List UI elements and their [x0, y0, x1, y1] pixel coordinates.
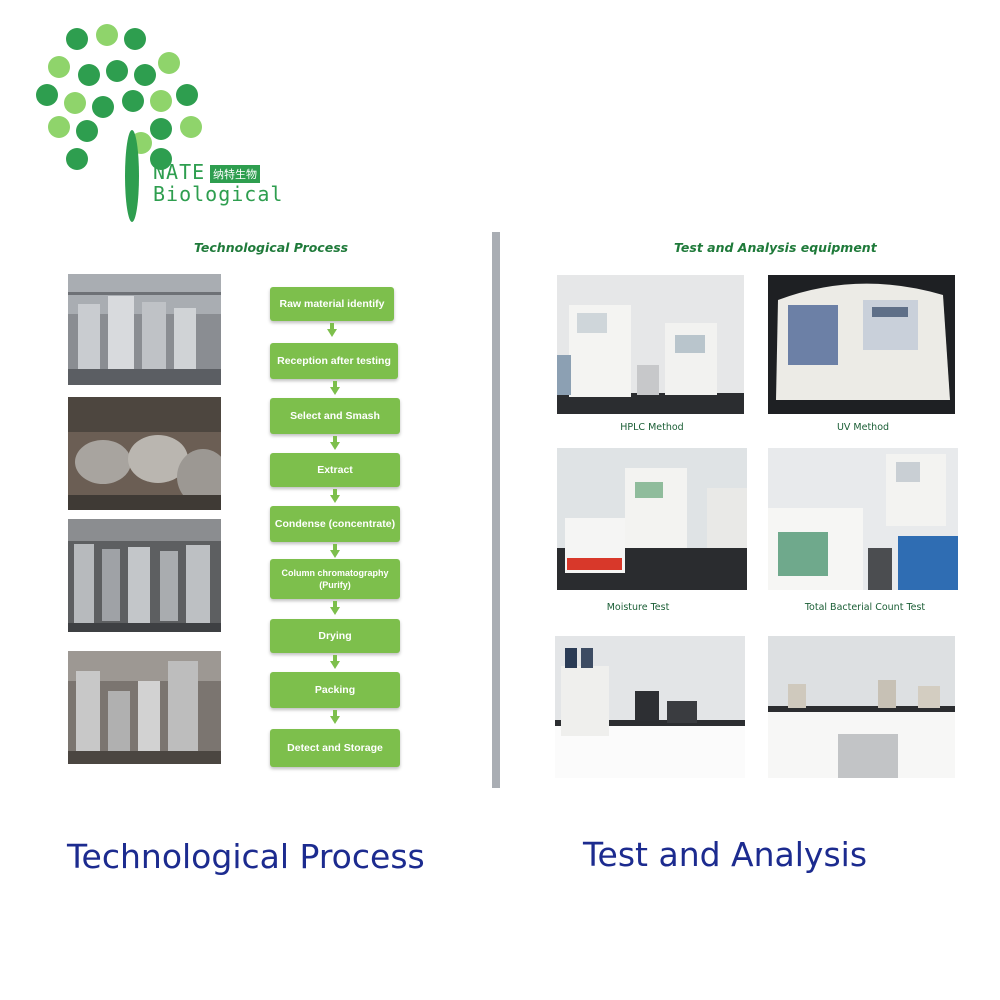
factory-photo-2: [68, 397, 221, 510]
process-step-packing: Packing: [270, 672, 400, 708]
process-step-drying: Drying: [270, 619, 400, 653]
logo-dot: [122, 90, 144, 112]
factory-photo-3: [68, 519, 221, 632]
left-panel-title: Technological Process: [194, 240, 349, 255]
panel-divider: [492, 232, 500, 788]
logo-dot: [96, 24, 118, 46]
logo-dot: [78, 64, 100, 86]
arrow-down-icon: [330, 710, 340, 724]
process-step-detect-storage: Detect and Storage: [270, 729, 400, 767]
logo-trunk: [125, 130, 139, 222]
uv-caption: UV Method: [836, 422, 890, 433]
process-step-extract: Extract: [270, 453, 400, 487]
logo-dot: [124, 28, 146, 50]
hplc-photo: [557, 275, 744, 414]
logo-dot: [150, 148, 172, 170]
logo-subtitle: Biological: [153, 182, 284, 206]
bacterial-count-caption: Total Bacterial Count Test: [804, 602, 926, 613]
moisture-test-photo: [557, 448, 747, 590]
process-step-raw-material: Raw material identify: [270, 287, 394, 321]
logo-dot: [76, 120, 98, 142]
process-step-reception: Reception after testing: [270, 343, 398, 379]
logo-dot: [66, 28, 88, 50]
arrow-down-icon: [330, 544, 340, 558]
bacterial-count-photo: [768, 448, 958, 590]
logo-dot: [36, 84, 58, 106]
lab-photo-5: [555, 636, 745, 778]
uv-photo: [768, 275, 955, 414]
logo-dot: [176, 84, 198, 106]
technological-process-label: Technological Process: [67, 837, 425, 876]
logo-dot: [150, 118, 172, 140]
arrow-down-icon: [330, 436, 340, 450]
factory-photo-4: [68, 651, 221, 764]
arrow-down-icon: [330, 601, 340, 615]
logo-chinese-name: 纳特生物: [210, 165, 260, 183]
process-step-column-chromatography: Column chromatography (Purify): [270, 559, 400, 599]
logo-dot: [158, 52, 180, 74]
company-logo: NATE 纳特生物 Biological: [30, 20, 282, 222]
logo-dot: [106, 60, 128, 82]
logo-dot: [66, 148, 88, 170]
logo-dot: [150, 90, 172, 112]
logo-dot: [48, 116, 70, 138]
logo-dot: [64, 92, 86, 114]
test-and-analysis-label: Test and Analysis: [583, 835, 868, 874]
moisture-test-caption: Moisture Test: [606, 602, 670, 613]
logo-dot: [134, 64, 156, 86]
process-step-condense: Condense (concentrate): [270, 506, 400, 542]
logo-dot: [92, 96, 114, 118]
arrow-down-icon: [330, 381, 340, 395]
process-step-select-smash: Select and Smash: [270, 398, 400, 434]
lab-photo-6: [768, 636, 955, 778]
right-panel-title: Test and Analysis equipment: [674, 240, 877, 255]
arrow-down-icon: [330, 655, 340, 669]
logo-name: NATE: [153, 160, 206, 184]
arrow-down-icon: [330, 489, 340, 503]
logo-dot: [48, 56, 70, 78]
hplc-caption: HPLC Method: [620, 422, 684, 433]
arrow-down-icon: [327, 323, 337, 337]
logo-dot: [180, 116, 202, 138]
factory-photo-1: [68, 274, 221, 385]
